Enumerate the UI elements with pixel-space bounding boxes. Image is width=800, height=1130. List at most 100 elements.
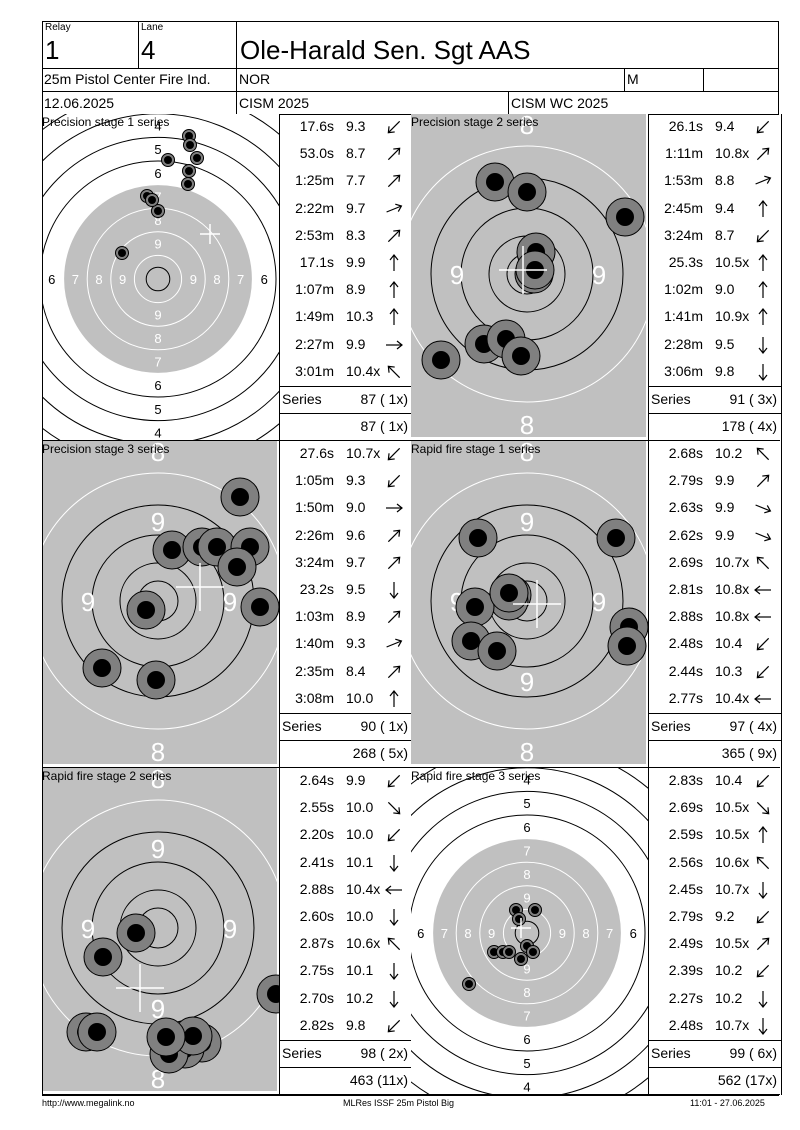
shot-direction <box>384 281 404 299</box>
shot-score: 8.3 <box>346 226 366 243</box>
direction-arrow-icon <box>389 582 399 599</box>
shot-score: 10.5x <box>715 935 750 952</box>
shot-hole-center <box>486 173 504 191</box>
ring-number: 8 <box>154 213 161 228</box>
shot-time: 2.27s <box>668 989 703 1006</box>
shot-time: 2:22m <box>295 199 334 216</box>
direction-arrow-icon <box>389 308 399 326</box>
direction-arrow-icon <box>387 229 401 242</box>
direction-arrow-icon <box>756 937 770 951</box>
shot-time: 26.1s <box>668 118 703 134</box>
ring-number: 9 <box>223 587 237 617</box>
ring-number: 9 <box>81 587 95 617</box>
shot-time: 2.88s <box>299 880 334 897</box>
shot-direction <box>753 990 773 1008</box>
shot-score: 10.3 <box>346 308 374 325</box>
ring-number: 9 <box>592 587 606 617</box>
shot-hole-center <box>531 906 539 914</box>
series-title: Rapid fire stage 2 series <box>42 769 172 783</box>
shot-score: 9.6 <box>346 526 366 543</box>
shot-score: 10.0 <box>346 799 374 816</box>
shot-direction <box>753 663 773 681</box>
direction-arrow-icon <box>386 503 403 513</box>
direction-arrow-icon <box>756 120 770 134</box>
shot-time: 2.64s <box>299 772 334 788</box>
date: 12.06.2025 <box>44 95 115 111</box>
ring-number: 9 <box>119 272 126 287</box>
series-label: Series <box>282 1045 322 1061</box>
ring-number: 8 <box>213 272 220 287</box>
shot-direction <box>753 635 773 653</box>
shot-time: 1:49m <box>295 308 334 325</box>
shot-direction <box>753 908 773 926</box>
ring-number: 7 <box>606 926 613 941</box>
shot-time: 2:28m <box>664 335 703 352</box>
direction-arrow-icon <box>756 556 770 569</box>
shot-score: 10.4x <box>346 362 381 379</box>
cumulative-total: 365 ( 9x) <box>721 745 777 761</box>
direction-arrow-icon <box>756 147 770 161</box>
shot-score: 9.3 <box>346 472 366 489</box>
divider <box>280 1067 412 1068</box>
shot-score: 9.7 <box>346 553 366 570</box>
shot-direction <box>384 935 404 953</box>
shot-score: 8.9 <box>346 281 366 298</box>
shot-score: 10.0 <box>346 689 374 706</box>
direction-arrow-icon <box>387 447 401 461</box>
ring-number: 9 <box>154 307 161 322</box>
shot-score: 8.8 <box>715 172 735 189</box>
panel-border <box>411 1094 780 1095</box>
shot-time: 1:05m <box>295 472 334 489</box>
shot-hole-center <box>618 637 636 655</box>
direction-arrow-icon <box>387 556 401 569</box>
shot-time: 2.68s <box>668 445 703 461</box>
shot-time: 2:35m <box>295 662 334 679</box>
shot-score: 9.9 <box>346 772 366 788</box>
shot-hole-center <box>147 671 165 689</box>
shot-direction <box>384 799 404 817</box>
series-label: Series <box>651 1045 691 1061</box>
shot-hole-center <box>185 167 193 175</box>
shot-hole-center <box>469 529 487 547</box>
shot-hole-center <box>251 598 269 616</box>
ring-number: 9 <box>151 507 165 537</box>
shot-direction <box>384 145 404 163</box>
shot-direction <box>384 962 404 981</box>
results-grid: 444455556666777788889999Precision stage … <box>42 114 782 1095</box>
shooter-name: Ole-Harald Sen. Sgt AAS <box>240 35 531 65</box>
direction-arrow-icon <box>754 585 771 595</box>
direction-arrow-icon <box>387 175 401 188</box>
shot-hole-center <box>208 538 226 556</box>
shot-score: 9.9 <box>715 526 735 543</box>
ring-number: 4 <box>523 1079 530 1094</box>
shot-row: 2.49s 10.5x <box>649 931 781 958</box>
divider <box>649 1040 781 1041</box>
shot-direction <box>384 826 404 844</box>
shot-direction <box>753 826 773 844</box>
ring-number: 4 <box>523 773 530 788</box>
shot-time: 2:27m <box>295 335 334 352</box>
shot-time: 2.20s <box>299 826 334 843</box>
shot-score: 10.7x <box>715 880 750 897</box>
divider <box>280 413 412 414</box>
direction-arrow-icon <box>385 885 402 895</box>
panel-border <box>42 768 43 1095</box>
ring-number: 8 <box>520 410 534 440</box>
shot-direction <box>384 772 404 790</box>
shot-direction <box>753 145 773 163</box>
shot-direction <box>384 172 404 190</box>
ring-number: 6 <box>523 820 530 835</box>
direction-arrow-icon <box>387 937 401 951</box>
direction-arrow-icon <box>758 281 768 299</box>
shot-time: 2.49s <box>668 935 703 952</box>
shot-hole-center <box>88 1023 106 1041</box>
series-total: 97 ( 4x) <box>729 718 777 734</box>
